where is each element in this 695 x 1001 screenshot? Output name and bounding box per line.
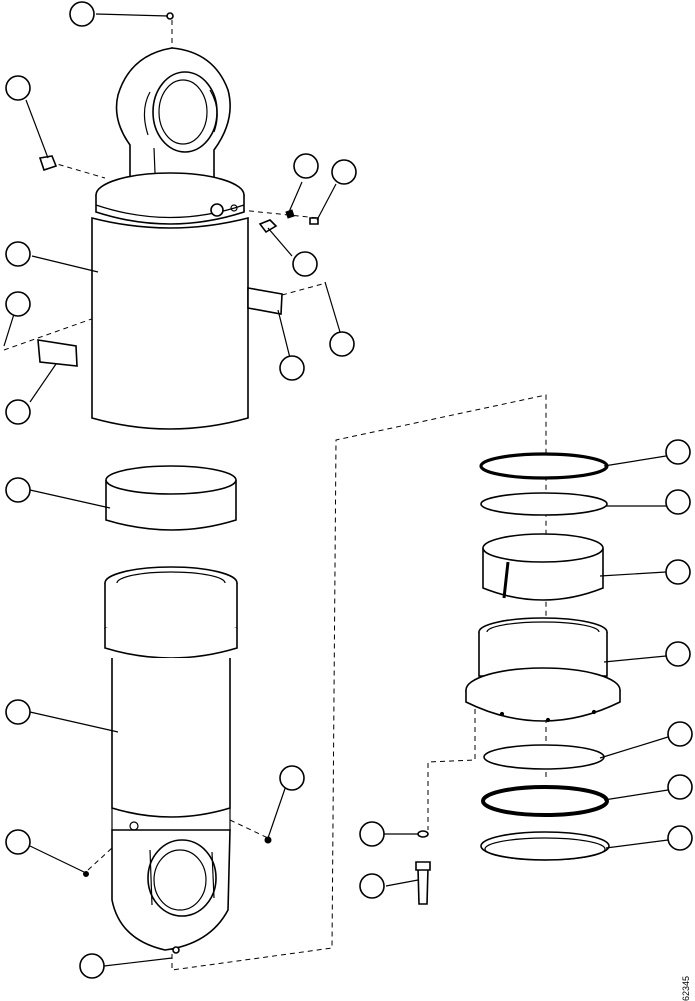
callout-balloon bbox=[665, 641, 691, 667]
leader-lines bbox=[3, 13, 669, 967]
callout-balloon bbox=[5, 829, 31, 855]
callout-balloon bbox=[5, 699, 31, 725]
callout-balloon bbox=[279, 765, 305, 791]
callout-balloon bbox=[5, 291, 31, 317]
callout-balloon bbox=[667, 774, 693, 800]
callout-balloon bbox=[5, 75, 31, 101]
callout-balloon bbox=[293, 153, 319, 179]
callout-balloon bbox=[665, 439, 691, 465]
callout-balloon bbox=[667, 825, 693, 851]
callout-balloon bbox=[359, 821, 385, 847]
callout-balloon bbox=[5, 399, 31, 425]
callout-balloon bbox=[331, 159, 357, 185]
piston-ring bbox=[105, 465, 237, 531]
cylinder-rod bbox=[83, 566, 272, 954]
assembly-lines bbox=[3, 20, 547, 971]
callout-balloon bbox=[279, 355, 305, 381]
callout-balloon bbox=[69, 1, 95, 27]
callout-balloon bbox=[667, 721, 693, 747]
callout-balloon bbox=[292, 251, 318, 277]
callout-balloon bbox=[5, 477, 31, 503]
callout-balloons bbox=[5, 1, 693, 979]
callout-balloon bbox=[665, 489, 691, 515]
callout-balloon bbox=[79, 953, 105, 979]
callout-balloon bbox=[359, 873, 385, 899]
seal-stack bbox=[415, 452, 621, 905]
callout-balloon bbox=[665, 559, 691, 585]
cylinder-barrel bbox=[91, 47, 249, 430]
decals bbox=[37, 287, 283, 367]
callout-balloon bbox=[329, 331, 355, 357]
callout-balloon bbox=[5, 241, 31, 267]
fittings-upper bbox=[38, 12, 319, 234]
exploded-parts-diagram bbox=[3, 1, 693, 979]
